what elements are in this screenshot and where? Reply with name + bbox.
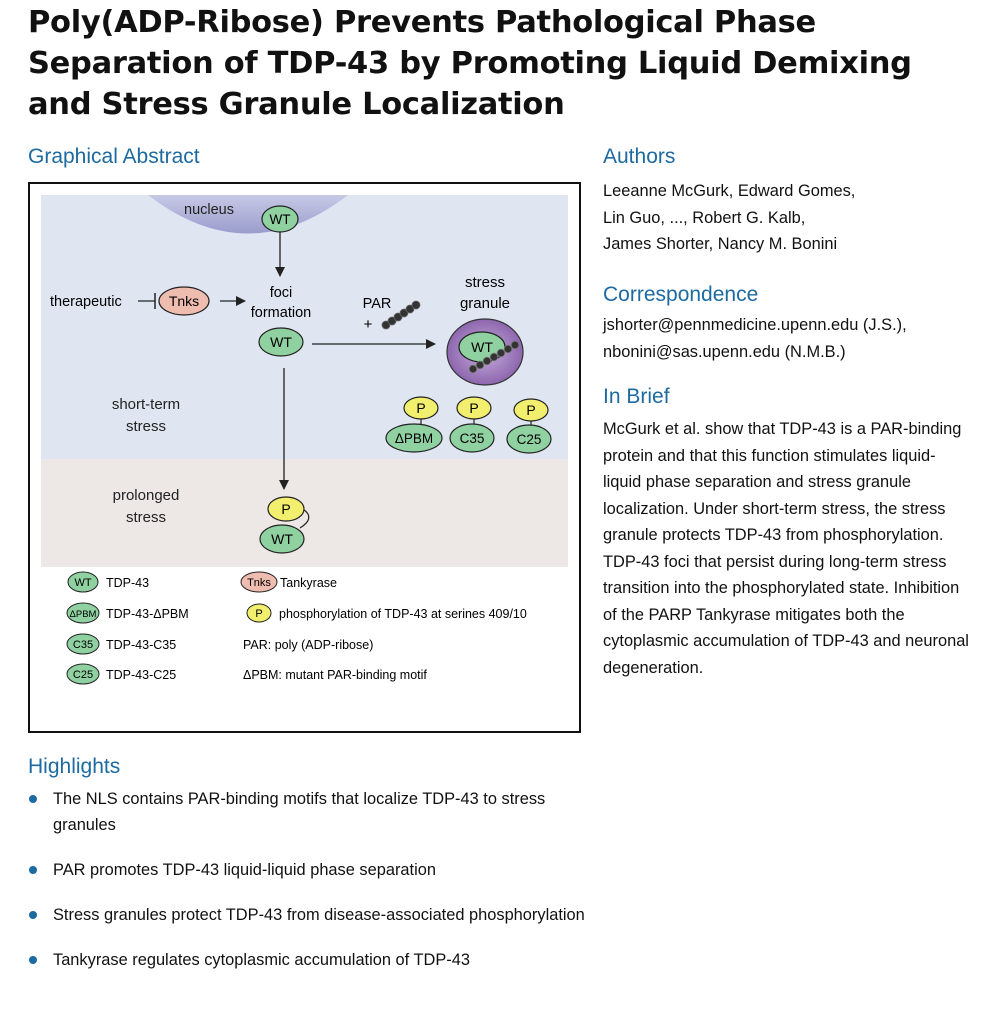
correspondence-list: jshorter@pennmedicine.upenn.edu (J.S.), … (603, 312, 907, 365)
bullet-icon (29, 866, 37, 874)
highlight-text: PAR promotes TDP-43 liquid-liquid phase … (53, 861, 436, 879)
graphical-abstract-diagram: nucleus WT therapeutic Tnks foci formati… (41, 195, 568, 685)
granule-label-1: stress (465, 274, 505, 291)
legend-dpbm-definition: ΔPBM: mutant PAR-binding motif (243, 668, 427, 682)
highlight-text: Tankyrase regulates cytoplasmic accumula… (53, 951, 470, 969)
granule-label-2: granule (460, 295, 510, 312)
paper-title: Poly(ADP-Ribose) Prevents Pathological P… (28, 5, 912, 122)
svg-text:WT: WT (74, 577, 91, 589)
svg-text:P: P (469, 400, 478, 416)
svg-text:WT: WT (471, 339, 493, 355)
highlight-item: The NLS contains PAR-binding motifs that… (28, 786, 588, 838)
svg-text:TDP-43: TDP-43 (106, 576, 149, 590)
short-term-label-2: stress (126, 418, 166, 435)
svg-text:ΔPBM: ΔPBM (395, 431, 433, 446)
svg-text:C25: C25 (73, 669, 93, 681)
graphical-abstract-heading: Graphical Abstract (28, 145, 200, 168)
svg-text:TDP-43-C25: TDP-43-C25 (106, 668, 176, 682)
svg-text:P: P (416, 400, 425, 416)
legend-par: PAR: poly (ADP-ribose) (243, 638, 373, 652)
highlights-list: The NLS contains PAR-binding motifs that… (28, 786, 588, 973)
prolonged-label-1: prolonged (113, 487, 180, 504)
legend-wt: WT TDP-43 (67, 571, 149, 593)
svg-text:P: P (255, 608, 262, 620)
svg-text:C25: C25 (517, 432, 542, 447)
svg-text:WT: WT (271, 531, 293, 547)
highlight-item: PAR promotes TDP-43 liquid-liquid phase … (28, 857, 588, 883)
stress-granule: WT (446, 318, 524, 386)
highlight-item: Stress granules protect TDP-43 from dise… (28, 902, 588, 928)
nucleus-label: nucleus (184, 202, 234, 218)
authors-heading: Authors (603, 145, 676, 168)
authors-line: Lin Guo, ..., Robert G. Kalb, (603, 208, 806, 227)
authors-line: James Shorter, Nancy M. Bonini (603, 235, 838, 253)
foci-label-2: formation (251, 305, 311, 321)
legend-c35: C35 TDP-43-C35 (66, 633, 176, 655)
variant-c35: P C35 (449, 396, 495, 453)
svg-text:TDP-43-C35: TDP-43-C35 (106, 638, 176, 652)
authors-line: Leeanne McGurk, Edward Gomes, (603, 182, 856, 200)
foci-label-1: foci (270, 285, 293, 301)
svg-text:ΔPBM: ΔPBM (70, 609, 97, 620)
tnks-shape: Tnks (158, 286, 210, 316)
legend-p: P phosphorylation of TDP-43 at serines 4… (246, 603, 527, 623)
svg-text:C35: C35 (73, 639, 93, 651)
short-term-label-1: short-term (112, 396, 180, 413)
granule-par-chain-icon (468, 340, 520, 374)
variant-dpbm: P ΔPBM (385, 396, 443, 453)
legend-dpbm: ΔPBM TDP-43-ΔPBM (66, 602, 189, 624)
in-brief-text: McGurk et al. show that TDP-43 is a PAR-… (603, 416, 973, 681)
svg-text:Tnks: Tnks (247, 577, 271, 589)
in-brief-paragraph: McGurk et al. show that TDP-43 is a PAR-… (603, 420, 969, 677)
in-brief-heading: In Brief (603, 385, 670, 408)
svg-text:Tnks: Tnks (169, 293, 199, 309)
svg-text:phosphorylation of TDP-43 at s: phosphorylation of TDP-43 at serines 409… (279, 607, 527, 621)
bullet-icon (29, 911, 37, 919)
nucleus-shape (148, 195, 348, 234)
prolonged-region (41, 459, 568, 567)
bullet-icon (29, 956, 37, 964)
correspondence-heading: Correspondence (603, 283, 759, 306)
therapeutic-label: therapeutic (50, 294, 122, 310)
graphical-abstract: nucleus WT therapeutic Tnks foci formati… (28, 182, 581, 733)
legend: WT TDP-43 ΔPBM TDP-43-ΔPBM C35 TDP-43-C3… (66, 571, 527, 685)
plus-label: + (364, 316, 373, 333)
svg-text:TDP-43-ΔPBM: TDP-43-ΔPBM (106, 607, 189, 621)
highlight-text: The NLS contains PAR-binding motifs that… (53, 790, 546, 834)
foci-wt: WT (258, 327, 304, 357)
svg-text:P: P (526, 402, 535, 418)
highlights-heading: Highlights (28, 755, 121, 778)
email-link[interactable]: nbonini@sas.upenn.edu (N.M.B.) (603, 342, 846, 361)
highlight-item: Tankyrase regulates cytoplasmic accumula… (28, 947, 588, 973)
bullet-icon (29, 795, 37, 803)
authors-list: Leeanne McGurk, Edward Gomes, Lin Guo, .… (603, 178, 855, 258)
par-label: PAR (363, 296, 392, 312)
legend-tnks: Tnks Tankyrase (240, 571, 337, 593)
legend-c25: C25 TDP-43-C25 (66, 663, 176, 685)
svg-text:P: P (281, 501, 290, 517)
svg-text:Tankyrase: Tankyrase (280, 576, 337, 590)
email-link[interactable]: jshorter@pennmedicine.upenn.edu (J.S.), (603, 316, 907, 334)
variant-c25: P C25 (506, 398, 552, 454)
nucleus-wt: WT (261, 205, 299, 233)
svg-text:WT: WT (270, 212, 291, 227)
prolonged-label-2: stress (126, 509, 166, 526)
highlight-text: Stress granules protect TDP-43 from dise… (53, 906, 585, 924)
svg-text:C35: C35 (460, 431, 485, 446)
phospho-wt: P WT (259, 496, 310, 554)
svg-text:WT: WT (270, 334, 292, 350)
par-chain-icon (381, 300, 421, 330)
